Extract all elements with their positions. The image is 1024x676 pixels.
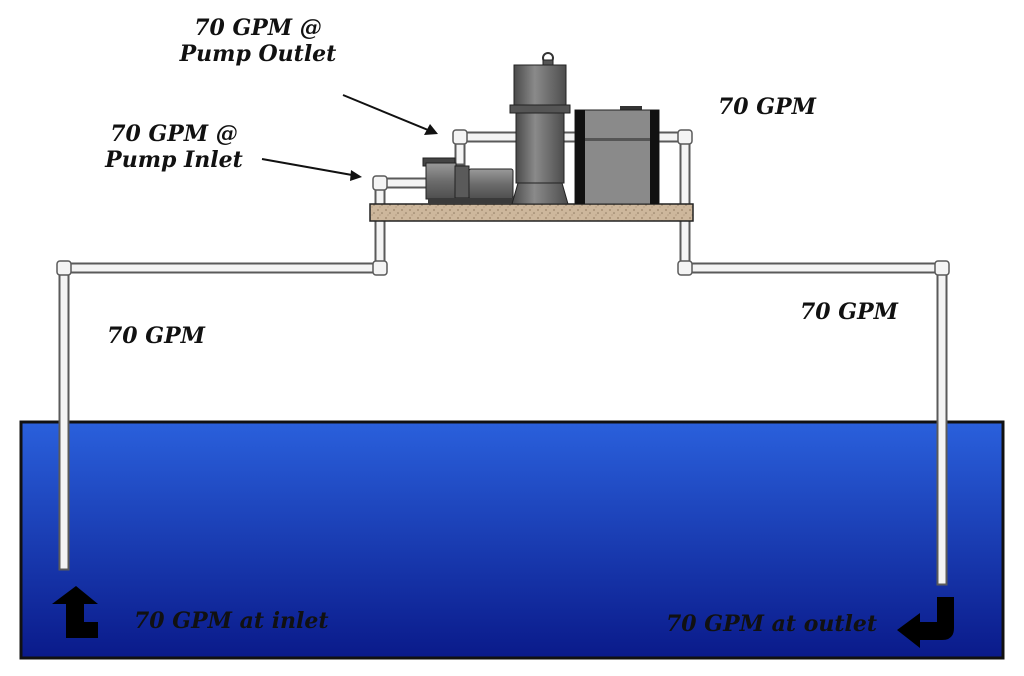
pump-strainer-basket xyxy=(425,162,457,200)
filter-tank xyxy=(509,52,571,205)
equipment-pad xyxy=(369,203,694,222)
inlet-pointer-line xyxy=(261,158,353,176)
inlet-pointer-head xyxy=(350,170,362,181)
pump-outlet-label-line1: 70 GPM @ xyxy=(194,15,322,41)
right-flow-label: 70 GPM xyxy=(800,299,898,325)
outlet-pointer-head xyxy=(424,124,438,135)
pump xyxy=(422,157,514,204)
left-flow-label: 70 GPM xyxy=(107,323,205,349)
pump-inlet-label: 70 GPM @ Pump Inlet xyxy=(74,121,274,173)
pump-outlet-label: 70 GPM @ Pump Outlet xyxy=(158,15,358,67)
pump-inlet-label-line2: Pump Inlet xyxy=(105,147,243,173)
heater xyxy=(574,106,660,205)
inlet-flow-label: 70 GPM at inlet xyxy=(134,608,329,634)
pump-outlet-label-line2: Pump Outlet xyxy=(179,41,337,67)
curved-down-left-arrow-icon xyxy=(897,597,954,648)
pump-motor xyxy=(468,168,514,200)
pump-inlet-label-line1: 70 GPM @ xyxy=(110,121,238,147)
pump-volute xyxy=(454,165,470,199)
top-right-flow-label: 70 GPM xyxy=(718,94,816,120)
outlet-flow-label: 70 GPM at outlet xyxy=(666,611,878,637)
outlet-pointer-line xyxy=(342,94,429,131)
pool-water xyxy=(19,420,1005,660)
pipe-fittings xyxy=(56,129,950,276)
pump-base xyxy=(428,198,514,204)
curved-up-arrow-icon xyxy=(52,586,98,638)
pointer-arrows xyxy=(261,94,438,181)
